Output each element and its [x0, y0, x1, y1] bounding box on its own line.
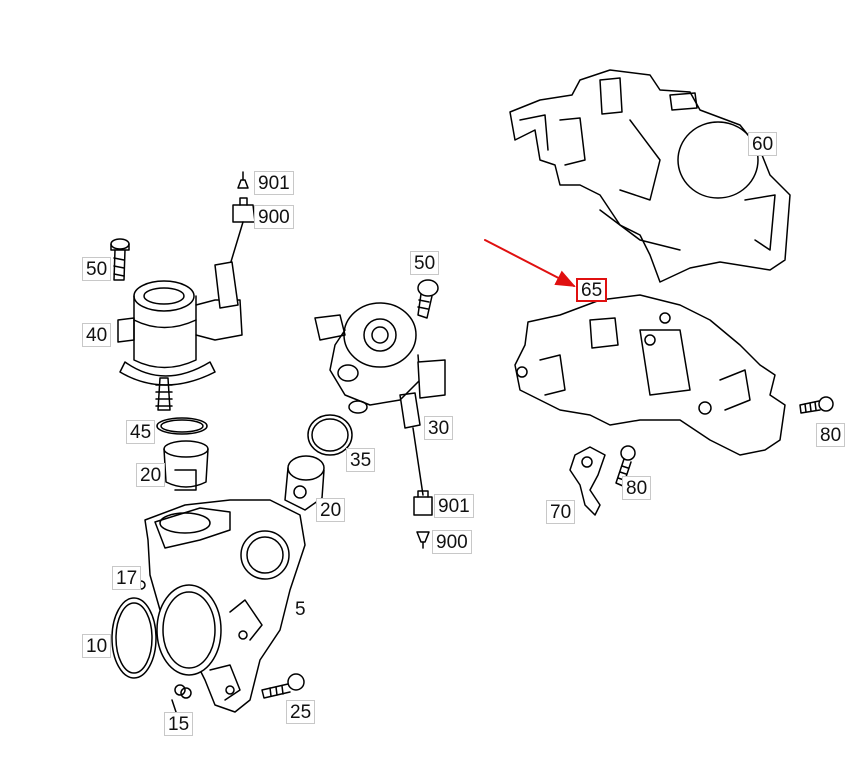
heat-shield-lower-part-65: [514, 294, 786, 456]
fuel-pump-part-40: [117, 261, 243, 411]
part-label-65-highlighted: 65: [576, 278, 608, 302]
washers-part-15: [171, 684, 192, 713]
part-label-80-right: 80: [816, 423, 846, 447]
part-label-20-middle: 20: [316, 498, 346, 522]
o-ring-part-35: [307, 414, 353, 456]
o-ring-part-45: [156, 417, 208, 435]
part-label-900-lower: 900: [432, 530, 472, 554]
part-label-17: 17: [112, 566, 142, 590]
part-label-70: 70: [546, 500, 576, 524]
part-label-901-lower: 901: [434, 494, 474, 518]
bolt-part-50-middle: [417, 279, 439, 319]
bolt-part-50-left: [110, 238, 130, 281]
part-label-45: 45: [126, 420, 156, 444]
bolt-part-25: [261, 673, 305, 699]
part-label-20-left: 20: [136, 463, 166, 487]
part-label-50-middle: 50: [410, 251, 440, 275]
part-label-50-left: 50: [82, 257, 112, 281]
bracket-part-70: [569, 446, 606, 516]
part-label-5: 5: [294, 598, 307, 622]
part-label-15: 15: [164, 712, 194, 736]
connector-part-900-upper: [229, 197, 256, 266]
highlight-arrow: [484, 239, 576, 287]
part-label-30: 30: [424, 416, 454, 440]
o-ring-part-10: [111, 597, 157, 679]
fuel-pump-part-30: [314, 302, 446, 496]
tappet-part-20-middle: [284, 455, 325, 511]
part-label-901-upper: 901: [254, 171, 294, 195]
part-label-25: 25: [286, 700, 316, 724]
part-label-80-lower: 80: [622, 476, 652, 500]
tappet-part-20-left: [163, 440, 209, 491]
part-label-60: 60: [748, 132, 778, 156]
bolt-part-80-right: [799, 396, 834, 414]
heat-shield-upper-part-60: [509, 69, 791, 283]
fastener-part-900-lower: [416, 531, 430, 549]
fastener-part-901-upper: [237, 171, 249, 189]
part-label-35: 35: [346, 448, 376, 472]
part-label-900-upper: 900: [254, 205, 294, 229]
pump-housing-flange: [144, 499, 306, 713]
part-label-40: 40: [82, 323, 112, 347]
part-label-10: 10: [82, 634, 112, 658]
connector-part-901-lower: [413, 490, 433, 516]
